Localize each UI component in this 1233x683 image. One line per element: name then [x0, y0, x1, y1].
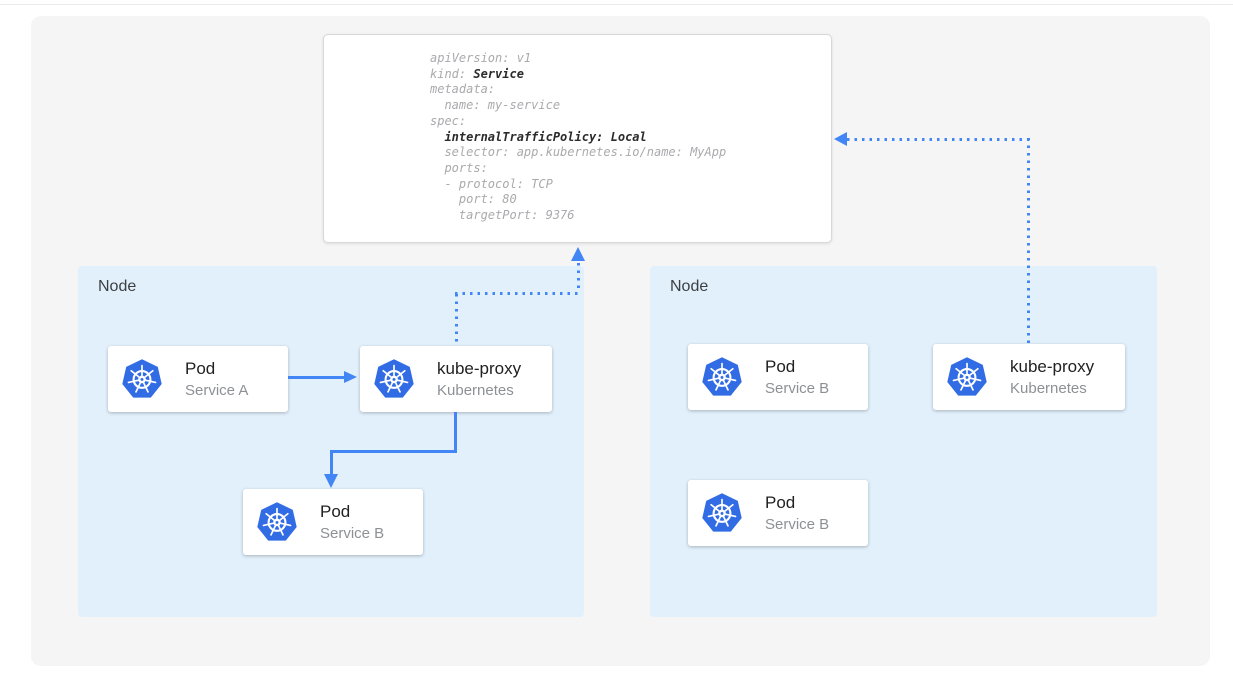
dotted-left-kube-proxy-up-segment: [455, 294, 458, 345]
diagram-panel: apiVersion: v1 kind: Service metadata: n…: [31, 16, 1210, 666]
dotted-left-up-segment2: [577, 263, 580, 293]
card-subtitle: Kubernetes: [437, 382, 514, 399]
card-title: Pod: [765, 357, 796, 376]
arrow-pod-a-to-kube-proxy-line: [288, 376, 345, 379]
dotted-left-horizontal-segment: [455, 292, 579, 295]
kubernetes-icon: [122, 359, 162, 398]
arrow-kube-proxy-to-pod-b-segment-down: [454, 412, 457, 453]
kube-proxy-card-right: kube-proxy Kubernetes: [933, 344, 1125, 410]
yaml-line: kind:: [430, 66, 474, 81]
card-subtitle: Service B: [320, 525, 385, 542]
kubernetes-icon: [947, 357, 987, 396]
arrow-up-head-icon: [571, 247, 585, 261]
arrow-kube-proxy-to-pod-b-segment-left: [330, 450, 457, 453]
yaml-line-bold: Service: [473, 66, 524, 81]
card-subtitle: Kubernetes: [1010, 380, 1087, 397]
card-subtitle: Service A: [185, 382, 249, 399]
yaml-line: targetPort: 9376: [430, 208, 575, 223]
pod-card-service-b-left: Pod Service B: [243, 489, 423, 555]
yaml-line: port: 80: [430, 192, 517, 207]
node-box-right: Node Pod Service B: [650, 266, 1157, 617]
pod-card-service-b-right-bottom: Pod Service B: [688, 480, 868, 546]
yaml-line-bold: internalTrafficPolicy: Local: [444, 129, 647, 144]
card-title: Pod: [320, 502, 351, 521]
pod-card-service-b-right-top: Pod Service B: [688, 344, 868, 410]
kubernetes-icon: [702, 493, 742, 532]
arrow-left-head-icon: [834, 132, 847, 146]
node-label: Node: [670, 278, 709, 295]
service-yaml-card: apiVersion: v1 kind: Service metadata: n…: [323, 34, 832, 243]
card-subtitle: Service B: [765, 380, 830, 397]
pod-card-service-a: Pod Service A: [108, 346, 288, 412]
yaml-line: [430, 130, 444, 144]
arrow-kube-proxy-to-pod-b-segment-down2: [330, 450, 333, 476]
node-label: Node: [98, 278, 137, 295]
yaml-code: apiVersion: v1 kind: Service metadata: n…: [324, 35, 831, 224]
card-title: Pod: [765, 493, 796, 512]
yaml-line: apiVersion: v1: [430, 51, 532, 65]
arrow-down-head-icon: [324, 474, 338, 488]
kubernetes-icon: [257, 502, 297, 541]
arrow-right-head-icon: [344, 371, 357, 383]
yaml-line: - protocol: TCP: [430, 176, 553, 191]
yaml-line: ports:: [430, 160, 488, 175]
node-box-left: Node Pod Service A: [78, 266, 584, 617]
dotted-right-kube-proxy-up-segment: [1027, 138, 1030, 344]
yaml-line: spec:: [430, 113, 467, 128]
yaml-line: metadata:: [430, 82, 496, 97]
card-title: kube-proxy: [1010, 357, 1095, 376]
top-divider: [0, 4, 1233, 5]
kubernetes-icon: [374, 359, 414, 398]
card-subtitle: Service B: [765, 516, 830, 533]
kubernetes-icon: [702, 357, 742, 396]
yaml-line: name: my-service: [430, 98, 561, 113]
card-title: Pod: [185, 359, 216, 378]
kube-proxy-card-left: kube-proxy Kubernetes: [360, 346, 552, 412]
card-title: kube-proxy: [437, 359, 522, 378]
yaml-line: selector: app.kubernetes.io/name: MyApp: [430, 145, 727, 160]
dotted-right-horizontal-segment: [847, 138, 1029, 141]
